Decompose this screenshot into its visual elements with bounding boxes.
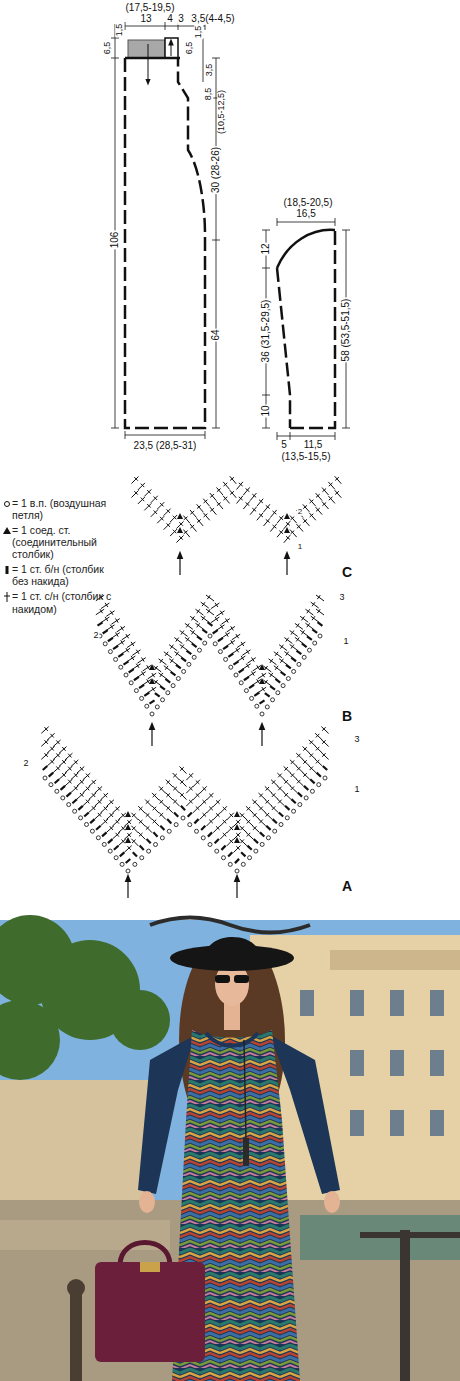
dimension-label: 58 (53,5-51,5) (341, 298, 352, 363)
dimension-label: 1,5 (194, 25, 203, 40)
row-number: 3 (338, 593, 345, 602)
row-number: 3 (353, 735, 360, 744)
row-number: 1 (297, 543, 303, 551)
photo (0, 915, 460, 1381)
legend-symbol (2, 565, 12, 575)
dress-piece (111, 22, 220, 439)
dimension-label: 23,5 (28,5-31) (133, 441, 198, 452)
legend-text: = 1 соед. ст. (соединительный столбик) (12, 524, 118, 560)
row-number: 2 (297, 508, 303, 516)
legend-symbol (2, 592, 12, 602)
legend-symbol (2, 526, 12, 536)
dimension-label: (10,5-12,5) (217, 89, 226, 135)
dimension-label: (17,5-19,5) (125, 3, 176, 14)
dimension-label: 3 (177, 14, 185, 25)
sleeve-piece (262, 218, 350, 440)
dimension-label: 6,5 (103, 41, 112, 56)
row-number: 2 (22, 759, 29, 768)
dimension-label: 13 (139, 14, 152, 25)
legend-item: = 1 ст. с/н (столбик с накидом) (2, 590, 118, 614)
dimension-label: 10 (261, 404, 272, 417)
dimension-label: 3,5(4-4,5) (190, 14, 235, 25)
legend-text: = 1 в.п. (воздушная петля) (12, 497, 118, 521)
legend-item: = 1 соед. ст. (соединительный столбик) (2, 524, 118, 560)
row-number: 1 (353, 785, 360, 794)
chart-letter: B (341, 709, 353, 724)
dimension-label: 1,5 (115, 23, 124, 38)
dimension-label: 12 (261, 242, 272, 255)
chart-letter: C (341, 565, 353, 580)
dimension-label: 3,5 (205, 63, 214, 78)
dimension-label: 6,5 (185, 41, 194, 56)
dimension-label: (13,5-15,5) (281, 452, 332, 463)
dimension-label: (18,5-20,5) (283, 198, 334, 209)
dimension-label: 64 (211, 328, 222, 341)
dimension-label: 5 (280, 440, 288, 451)
dimension-label: 8,5 (204, 87, 213, 102)
dimension-label: 36 (31,5-29,5) (261, 299, 272, 364)
row-number: 1 (342, 637, 349, 646)
legend-item: = 1 ст. б/н (столбик без накида) (2, 563, 118, 587)
dimension-label: 16,5 (295, 209, 316, 220)
legend-text: = 1 ст. б/н (столбик без накида) (12, 563, 118, 587)
legend-item: = 1 в.п. (воздушная петля) (2, 497, 118, 521)
chart-letter: A (341, 879, 353, 894)
dimension-label: 11,5 (303, 440, 324, 451)
legend-symbol (2, 499, 12, 509)
row-number: 2 (92, 631, 99, 640)
legend-text: = 1 ст. с/н (столбик с накидом) (12, 590, 118, 614)
dimension-label: 106 (110, 231, 121, 250)
dimension-label: 30 (28-26) (211, 146, 222, 194)
dimension-label: 4 (166, 14, 174, 25)
